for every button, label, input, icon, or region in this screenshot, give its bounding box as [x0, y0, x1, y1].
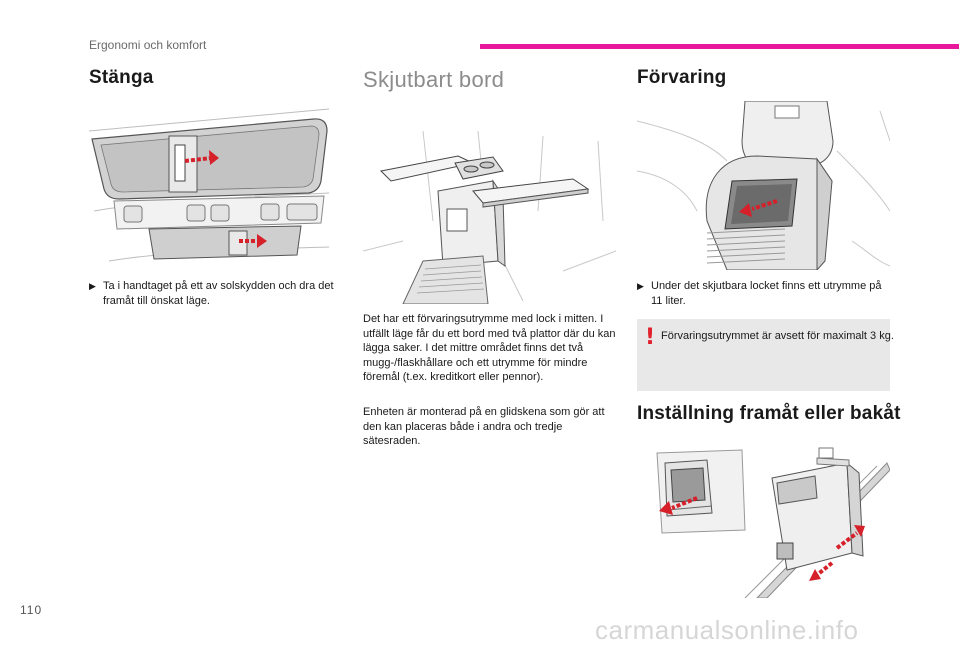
paragraph-2: Enheten är monterad på en glidskena som …: [363, 406, 605, 447]
page-number: 110: [20, 603, 43, 617]
storage-illustration: [637, 101, 890, 270]
title-stanga: Stänga: [89, 67, 154, 88]
title-skjutbart-bord: Skjutbart bord: [363, 67, 505, 92]
adjustment-illustration: [637, 438, 890, 598]
title-forvaring: Förvaring: [637, 67, 727, 88]
watermark: carmanualsonline.info: [595, 615, 859, 645]
accent-bar: [480, 44, 959, 49]
bullet-stanga: ▶ Ta i handtaget på ett av solskydden oc…: [89, 279, 344, 309]
section-label: Ergonomi och komfort: [89, 38, 207, 52]
bullet-forvaring: ▶ Under det skjutbara locket finns ett u…: [637, 279, 892, 309]
arrow-bullet-icon: ▶: [89, 281, 96, 291]
paragraph-1: Det har ett förvaringsutrymme med lock i…: [363, 313, 616, 383]
bullet-text: Ta i handtaget på ett av solskydden och …: [103, 280, 334, 307]
sunvisor-illustration: [89, 101, 339, 269]
bullet-text: Under det skjutbara locket finns ett utr…: [651, 280, 882, 307]
note-box: ! Förvaringsutrymmet är avsett för maxim…: [637, 319, 894, 391]
arrow-bullet-icon: ▶: [637, 281, 644, 291]
exclamation-icon: !: [645, 325, 656, 350]
note-text: Förvaringsutrymmet är avsett för maximal…: [661, 330, 894, 342]
title-installning: Inställning framåt eller bakåt: [637, 403, 901, 424]
table-illustration: [363, 101, 616, 304]
